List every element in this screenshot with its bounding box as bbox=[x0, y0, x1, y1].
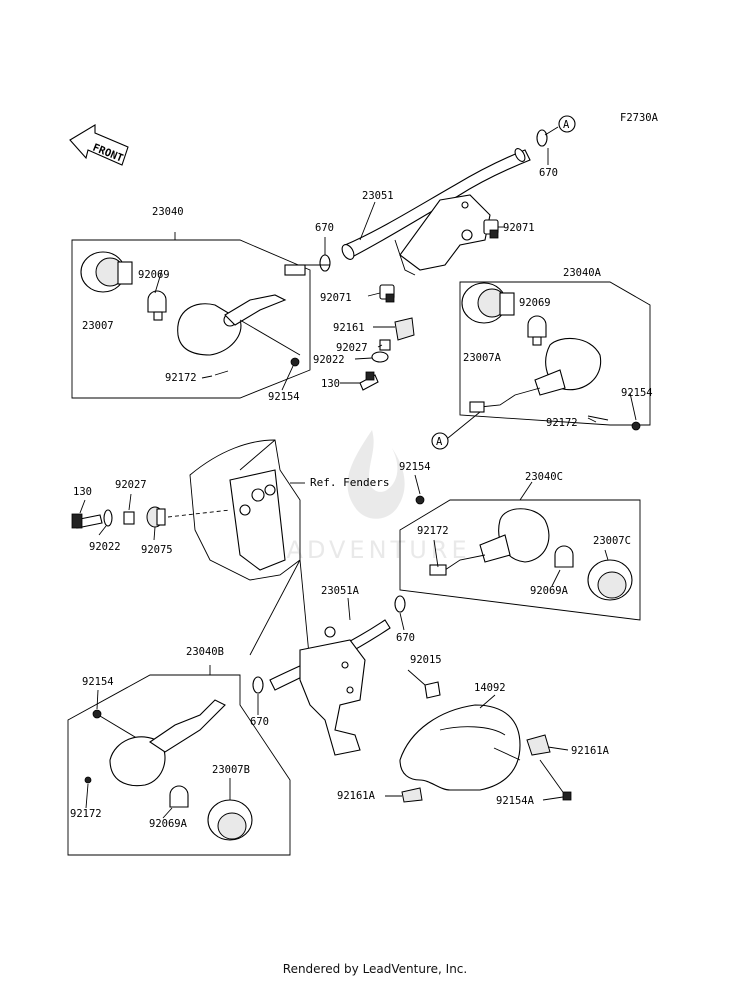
label-670-b: 670 bbox=[250, 716, 269, 728]
label-23040: 23040 bbox=[152, 206, 184, 218]
label-92027: 92027 bbox=[336, 342, 368, 354]
collar-92027 bbox=[379, 339, 391, 351]
leader-lines bbox=[79, 148, 637, 819]
label-92172-c: 92172 bbox=[417, 525, 449, 537]
label-92154-a: 92154 bbox=[621, 387, 653, 399]
label-92027-left: 92027 bbox=[115, 479, 147, 491]
grommet-92161 bbox=[394, 317, 415, 341]
label-23040B: 23040B bbox=[186, 646, 224, 658]
ref-fenders-note: Ref. Fenders bbox=[310, 476, 389, 489]
grommet-92161A-left bbox=[401, 787, 423, 803]
label-23007: 23007 bbox=[82, 320, 114, 332]
handlebar-23051A bbox=[269, 595, 406, 756]
label-670: 670 bbox=[315, 222, 334, 234]
label-14092: 14092 bbox=[474, 682, 506, 694]
figure-code: F2730A bbox=[620, 112, 659, 124]
collar-92027-left bbox=[123, 511, 135, 525]
svg-text:A: A bbox=[563, 119, 570, 131]
label-92071-upper: 92071 bbox=[503, 222, 535, 234]
label-92069A-b: 92069A bbox=[149, 818, 188, 830]
grommet-92075 bbox=[146, 506, 166, 528]
oring-670-right bbox=[536, 129, 548, 147]
part-labels: 23040 23007 92069 92172 92154 670 23051 … bbox=[70, 167, 653, 830]
bracket-92071-lower bbox=[379, 284, 395, 303]
footer-credit: Rendered by LeadVenture, Inc. bbox=[282, 962, 468, 976]
label-92161A-right: 92161A bbox=[571, 745, 610, 757]
fender-reference bbox=[189, 439, 305, 581]
grommet-92161A-right bbox=[526, 734, 551, 756]
label-92022: 92022 bbox=[313, 354, 345, 366]
washer-92022 bbox=[371, 351, 389, 363]
watermark-text: LEADVENTURE bbox=[250, 536, 471, 564]
washer-92022-left bbox=[103, 509, 113, 527]
label-92154-b: 92154 bbox=[82, 676, 114, 688]
svg-text:A: A bbox=[436, 436, 443, 448]
label-23040C: 23040C bbox=[525, 471, 563, 483]
label-92161A-left: 92161A bbox=[337, 790, 376, 802]
label-92069-a: 92069 bbox=[519, 297, 551, 309]
label-23007A: 23007A bbox=[463, 352, 502, 364]
label-92154A: 92154A bbox=[496, 795, 535, 807]
label-130: 130 bbox=[321, 378, 340, 390]
box-23040 bbox=[71, 232, 330, 399]
label-670-right: 670 bbox=[539, 167, 558, 179]
screw-92154A bbox=[539, 759, 572, 801]
label-92015: 92015 bbox=[410, 654, 442, 666]
front-arrow-icon: FRONT bbox=[69, 124, 129, 166]
handlebar-23051 bbox=[341, 148, 531, 276]
box-23040C bbox=[399, 495, 641, 621]
label-92069: 92069 bbox=[138, 269, 170, 281]
label-92172-b: 92172 bbox=[70, 808, 102, 820]
bolt-130-left bbox=[71, 513, 103, 529]
box-23040A bbox=[459, 281, 651, 431]
label-670-mid: 670 bbox=[396, 632, 415, 644]
box-23040B bbox=[67, 665, 291, 856]
clip-92015 bbox=[407, 669, 441, 699]
watermark: LEADVENTURE bbox=[250, 430, 471, 564]
cover-14092 bbox=[399, 704, 521, 791]
callout-a-bottom: A bbox=[431, 411, 481, 450]
label-92075: 92075 bbox=[141, 544, 173, 556]
label-92069A-c: 92069A bbox=[530, 585, 569, 597]
label-23040A: 23040A bbox=[563, 267, 602, 279]
label-92172: 92172 bbox=[165, 372, 197, 384]
label-92154: 92154 bbox=[268, 391, 300, 403]
label-92071-lower: 92071 bbox=[320, 292, 352, 304]
label-23051A: 23051A bbox=[321, 585, 360, 597]
label-92022-left: 92022 bbox=[89, 541, 121, 553]
label-23051: 23051 bbox=[362, 190, 394, 202]
label-92154-c: 92154 bbox=[399, 461, 431, 473]
oring-670-upper bbox=[319, 254, 331, 272]
label-130-left: 130 bbox=[73, 486, 92, 498]
label-23007B: 23007B bbox=[212, 764, 250, 776]
bolt-130 bbox=[359, 371, 379, 391]
label-92172-a: 92172 bbox=[546, 417, 578, 429]
label-23007C: 23007C bbox=[593, 535, 631, 547]
label-92161: 92161 bbox=[333, 322, 365, 334]
callout-a-top: A bbox=[544, 115, 576, 136]
